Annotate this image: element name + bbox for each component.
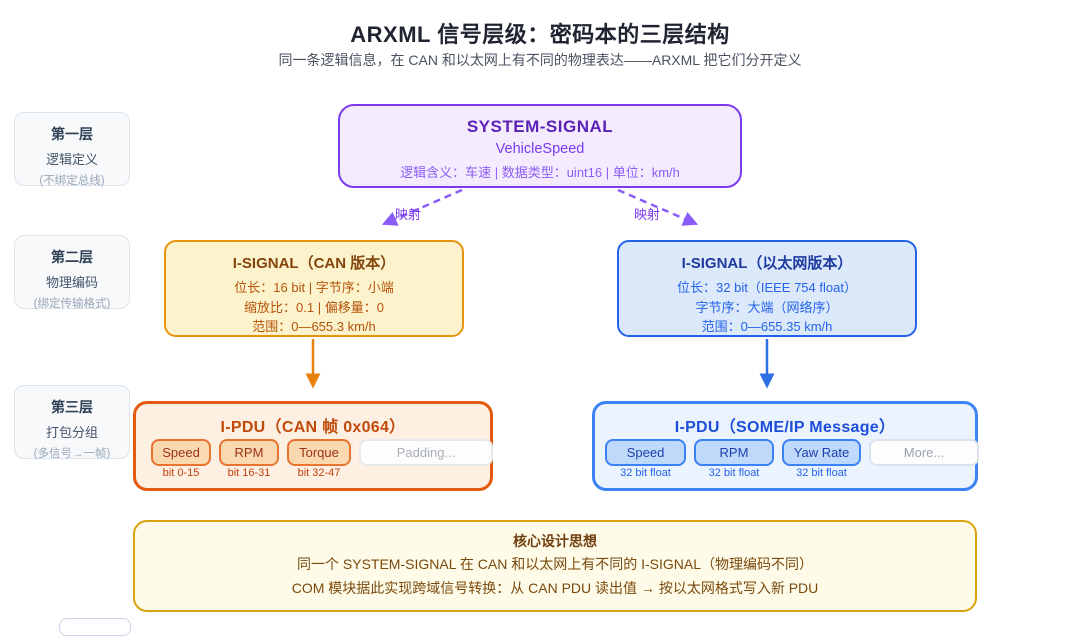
page-title: ARXML 信号层级：密码本的三层结构: [350, 22, 730, 47]
summary-line-2: COM 模块据此实现跨域信号转换：从 CAN PDU 读出值 → 按以太网格式写…: [291, 580, 819, 596]
summary-box: 核心设计思想 同一个 SYSTEM-SIGNAL 在 CAN 和以太网上有不同的…: [133, 520, 977, 612]
system-signal-box: SYSTEM-SIGNAL VehicleSpeed 逻辑含义：车速 | 数据类…: [338, 104, 742, 188]
isignal-eth-line-1: 位长：32 bit（IEEE 754 float）: [677, 280, 857, 295]
system-signal-title: SYSTEM-SIGNAL: [466, 117, 614, 136]
summary-line-1: 同一个 SYSTEM-SIGNAL 在 CAN 和以太网上有不同的 I-SIGN…: [297, 556, 813, 572]
isignal-can-box: I-SIGNAL（CAN 版本） 位长：16 bit | 字节序：小端 缩放比：…: [164, 240, 464, 337]
layer-2-label: 物理编码: [45, 275, 98, 290]
layer-label-3: 第三层 打包分组 (多信号→一帧): [14, 385, 130, 460]
pdu-slot-padding: Padding...: [359, 439, 493, 466]
slot-label: Speed: [626, 445, 665, 460]
pdu-slot-speed: Speed bit 0-15: [151, 439, 211, 479]
pdu-slot-yawrate: Yaw Rate 32 bit float: [782, 439, 861, 479]
mapping-label-right: 映射: [634, 207, 661, 222]
pdu-slot-more: More...: [869, 439, 979, 466]
pdu-slot-rpm: RPM 32 bit float: [694, 439, 774, 479]
slot-label: RPM: [234, 445, 264, 460]
slot-bits: bit 0-15: [162, 467, 200, 479]
isignal-eth-title: I-SIGNAL（以太网版本）: [681, 255, 853, 272]
slot-label: Padding...: [396, 445, 456, 460]
layer-label-2: 第二层 物理编码 (绑定传输格式): [14, 235, 130, 310]
isignal-eth-line-3: 范围：0—655.35 km/h: [701, 319, 833, 334]
summary-title: 核心设计思想: [513, 533, 597, 549]
system-signal-detail: 逻辑含义：车速 | 数据类型：uint16 | 单位：km/h: [400, 165, 680, 180]
layer-1-label: 逻辑定义: [45, 152, 98, 167]
mapping-label-left: 映射: [395, 207, 422, 222]
layer-3-label: 打包分组: [45, 425, 98, 440]
slot-bits: 32 bit float: [796, 467, 847, 479]
slot-label: RPM: [719, 445, 749, 460]
slot-label: Speed: [162, 445, 200, 460]
slot-bits: bit 32-47: [297, 467, 341, 479]
layer-label-1: 第一层 逻辑定义 (不绑定总线): [14, 112, 130, 187]
isignal-can-line-1: 位长：16 bit | 字节序：小端: [234, 280, 394, 295]
system-signal-name: VehicleSpeed: [495, 141, 585, 157]
isignal-can-title: I-SIGNAL（CAN 版本）: [232, 255, 396, 272]
layer-2-name: 第二层: [51, 249, 93, 265]
slot-label: More...: [903, 445, 945, 460]
pdu-slot-rpm: RPM bit 16-31: [219, 439, 279, 479]
ipdu-eth-slots: Speed 32 bit float RPM 32 bit float Yaw …: [605, 439, 979, 479]
ipdu-eth-box: I-PDU（SOME/IP Message） Speed 32 bit floa…: [592, 401, 979, 491]
ipdu-can-box: I-PDU（CAN 帧 0x064） Speed bit 0-15 RPM bi…: [133, 401, 493, 491]
slot-bits: bit 16-31: [227, 467, 271, 479]
isignal-can-line-2: 缩放比：0.1 | 偏移量：0: [244, 299, 384, 315]
slot-label: Torque: [299, 445, 339, 460]
ipdu-eth-title: I-PDU（SOME/IP Message）: [674, 419, 896, 436]
slot-bits: 32 bit float: [620, 467, 671, 479]
page-subtitle: 同一条逻辑信息，在 CAN 和以太网上有不同的物理表达——ARXML 把它们分开…: [278, 52, 802, 68]
isignal-eth-box: I-SIGNAL（以太网版本） 位长：32 bit（IEEE 754 float…: [617, 240, 917, 337]
pdu-slot-torque: Torque bit 32-47: [287, 439, 351, 479]
layer-3-note: (多信号→一帧): [33, 448, 111, 460]
ipdu-can-slots: Speed bit 0-15 RPM bit 16-31 Torque bit …: [151, 439, 493, 479]
pdu-slot-speed: Speed 32 bit float: [605, 439, 686, 479]
slot-label: Yaw Rate: [793, 445, 850, 460]
layer-1-name: 第一层: [51, 126, 93, 142]
ipdu-can-title: I-PDU（CAN 帧 0x064）: [220, 419, 406, 436]
layer-3-name: 第三层: [51, 399, 93, 415]
isignal-eth-line-2: 字节序：大端（网络序）: [695, 299, 839, 315]
slot-bits: 32 bit float: [708, 467, 760, 479]
partial-label-box: [59, 618, 131, 636]
isignal-can-line-3: 范围：0—655.3 km/h: [252, 319, 376, 334]
layer-1-note: (不绑定总线): [39, 175, 105, 187]
layer-2-note: (绑定传输格式): [33, 298, 111, 310]
